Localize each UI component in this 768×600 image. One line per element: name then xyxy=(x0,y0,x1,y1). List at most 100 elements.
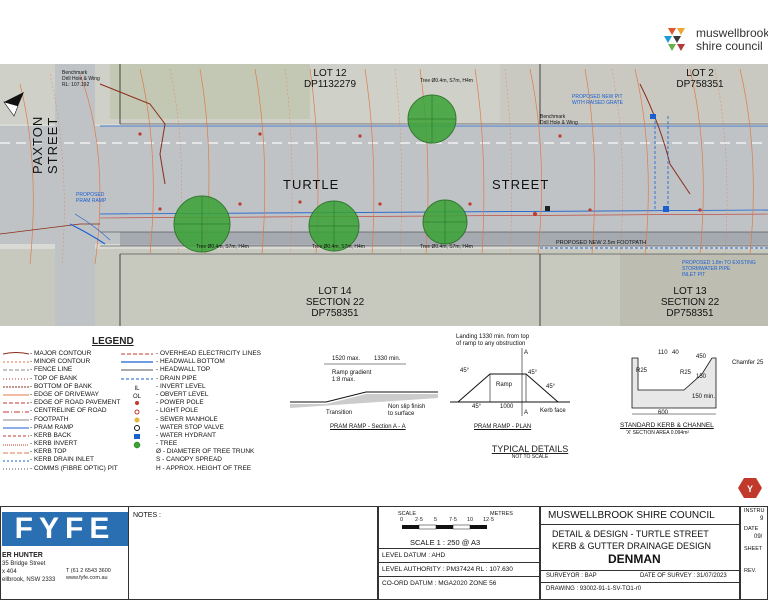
proposed-pit-note: PROPOSED NEW PIT WITH RAISED GRATE xyxy=(572,94,624,106)
notes-label: NOTES : xyxy=(133,512,162,519)
ramp-plan-a-top: A xyxy=(524,350,529,356)
legend-item: - DRAIN PIPE xyxy=(156,374,197,382)
legend-item: - SEWER MANHOLE xyxy=(156,415,218,423)
legend-right-list: - OVERHEAD ELECTRICITY LINES - HEADWALL … xyxy=(156,350,261,473)
yourmark-logo: Y xyxy=(734,474,768,502)
tree-note-2: Tree Ø0.4m, S7m, H4m xyxy=(312,244,365,250)
legend-item: - EDGE OF ROAD PAVEMENT xyxy=(30,399,121,407)
legend-item: - TREE xyxy=(156,440,178,448)
kerb-dim-150min: 150 min. xyxy=(692,394,716,400)
ramp-plan-dim: 1000 xyxy=(500,404,514,410)
tree-note-3: Tree Ø0.4m, S7m, H4m xyxy=(420,244,473,250)
drawing-title-3: DENMAN xyxy=(608,552,661,566)
ramp-plan-angle-1: 45° xyxy=(460,368,470,374)
legend-item: - TOP OF BANK xyxy=(30,374,78,382)
date-value: 09/ xyxy=(754,534,763,540)
council-logo: muswellbrook shire council xyxy=(660,26,768,56)
ramp-transition: Transition xyxy=(326,410,353,416)
ramp-plan-angle-3: 45° xyxy=(472,404,482,410)
benchmark-right: Benchmark Drill Hole & Wing xyxy=(540,114,578,126)
kerb-r25-a: R25 xyxy=(636,368,648,374)
legend-symbol-il: IL xyxy=(134,386,140,392)
instrument-label: INSTRU xyxy=(744,508,765,514)
legend-item: - KERB BACK xyxy=(30,431,72,439)
legend-item: - MINOR CONTOUR xyxy=(30,358,91,366)
scale-text: SCALE 1 : 250 @ A3 xyxy=(410,538,481,547)
ramp-plan-caption: PRAM RAMP - PLAN xyxy=(474,424,532,430)
legend-item: - INVERT LEVEL xyxy=(156,382,206,390)
kerb-area: 'X' SECTION AREA 0.094m² xyxy=(626,430,690,436)
legend-item: - BOTTOM OF BANK xyxy=(30,382,92,390)
level-datum: LEVEL DATUM : AHD xyxy=(382,552,446,559)
drawing-title-2: KERB & GUTTER DRAINAGE DESIGN xyxy=(552,541,712,551)
ramp-plan-kerbface: Kerb face xyxy=(540,408,566,414)
ramp-dim-1330: 1330 min. xyxy=(374,356,401,362)
kerb-caption: STANDARD KERB & CHANNEL xyxy=(620,422,714,429)
council-name: MUSWELLBROOK SHIRE COUNCIL xyxy=(548,510,715,521)
legend-item: - KERB DRAIN INLET xyxy=(30,456,94,464)
company-contact: ER HUNTER 35 Bridge Street x 404 ellbroo… xyxy=(2,552,56,583)
legend-item: - KERB TOP xyxy=(30,448,67,456)
ramp-plan-angle-2: 45° xyxy=(528,370,538,376)
legend-item: - WATER HYDRANT xyxy=(156,431,216,439)
ramp-section-caption: PRAM RAMP - Section A - A xyxy=(330,424,406,430)
ramp-plan-a-bottom: A xyxy=(524,410,529,416)
date-label: DATE xyxy=(744,526,759,532)
legend-item: - OVERHEAD ELECTRICITY LINES xyxy=(156,350,261,357)
turtle-street-label-1: TURTLE xyxy=(283,177,340,192)
ramp-dim-1520: 1520 max. xyxy=(332,356,361,362)
svg-text:Y: Y xyxy=(747,484,753,494)
scale-label: SCALE xyxy=(398,511,417,517)
kerb-dim-150: 150 xyxy=(696,374,707,380)
legend-item: - WATER STOP VALVE xyxy=(156,423,224,431)
council-logo-mark xyxy=(664,28,685,51)
legend-item: H - APPROX. HEIGHT OF TREE xyxy=(156,464,252,472)
kerb-dim-450: 450 xyxy=(696,354,707,360)
ramp-plan-ramp: Ramp xyxy=(496,382,513,388)
tree-note-4: Tree Ø0.4m, S7m, H4m xyxy=(420,78,473,84)
legend-title: LEGEND xyxy=(92,336,134,347)
drawing-number: DRAWING : 93002-91-1-SV-TO1-r0 xyxy=(546,586,642,592)
legend-item: - FOOTPATH xyxy=(30,415,69,423)
drawing-title-1: DETAIL & DESIGN - TURTLE STREET xyxy=(552,529,709,539)
legend-item: - LIGHT POLE xyxy=(156,407,199,415)
pram-ramp-plan-drawing xyxy=(450,348,570,416)
legend-symbols-right: IL OL xyxy=(120,350,154,480)
fyfe-logo: FYFE xyxy=(2,512,128,546)
kerb-chamfer: Chamfer 25 xyxy=(732,360,764,366)
site-plan-drawing xyxy=(0,64,768,326)
pram-ramp-section-drawing xyxy=(290,363,438,408)
company-phone: T (61 2 6543 3600 www.fyfe.com.au xyxy=(66,568,111,581)
tree-symbols xyxy=(173,94,468,253)
legend-left-list: - MAJOR CONTOUR - MINOR CONTOUR - FENCE … xyxy=(30,350,120,473)
legend-item: - EDGE OF DRIVEWAY xyxy=(30,390,99,398)
turtle-street-label-2: STREET xyxy=(492,177,550,192)
footpath-note: PROPOSED NEW 2.5m FOOTPATH xyxy=(556,240,646,246)
legend-symbol-ol: OL xyxy=(133,394,142,400)
kerb-dim-600: 600 xyxy=(658,410,669,416)
tree-note-1: Tree Ø0.4m, S7m, H4m xyxy=(196,244,249,250)
notes-box xyxy=(128,506,378,600)
ramp-plan-angle-4: 45° xyxy=(546,384,556,390)
kerb-channel-detail: 110 40 450 Chamfer 25 R25 R25 150 150 mi… xyxy=(592,344,768,436)
legend-item: - PRAM RAMP xyxy=(30,423,74,431)
scale-bar: 0 2·5 5 7·5 10 12·5 xyxy=(394,517,514,531)
typical-details-heading: TYPICAL DETAILS NOT TO SCALE xyxy=(491,444,569,460)
legend-symbols-left xyxy=(2,350,30,480)
kerb-dim-110: 110 xyxy=(658,350,668,356)
legend-item: Ø - DIAMETER OF TREE TRUNK xyxy=(156,448,255,456)
level-authority: LEVEL AUTHORITY : PM37424 RL : 107.630 xyxy=(382,566,513,573)
council-logo-line2: shire council xyxy=(696,39,763,53)
legend-item: - FENCE LINE xyxy=(30,366,73,374)
kerb-r25-b: R25 xyxy=(680,370,692,376)
rev-label: REV. xyxy=(744,568,757,574)
coord-datum: CO-ORD DATUM : MGA2020 ZONE 56 xyxy=(382,580,497,587)
